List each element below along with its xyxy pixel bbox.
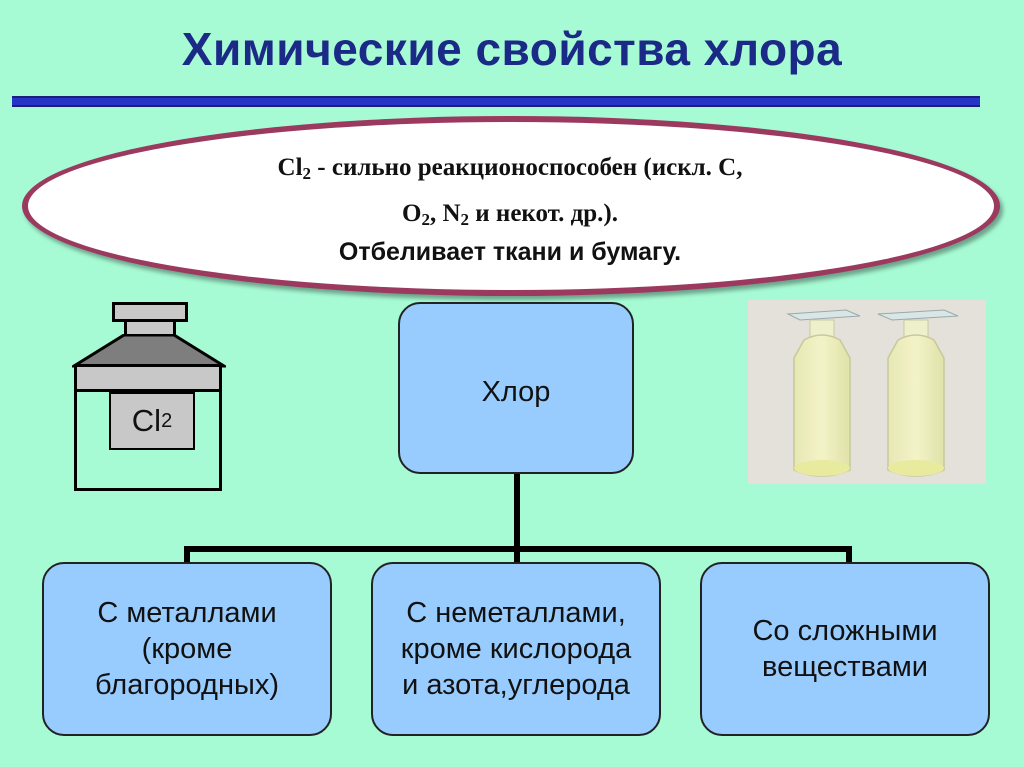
node-metals: С металлами (кроме благородных)	[42, 562, 332, 736]
connector-middle-down	[514, 546, 520, 562]
formula-o-sub: 2	[421, 210, 430, 229]
oval-line-2-text: и некот. др.).	[469, 200, 618, 227]
node-complex-label: Со сложными веществами	[752, 614, 938, 683]
connector-root-down	[514, 474, 520, 552]
oval-line-1-text: - сильно реакционоспособен (искл. С,	[311, 154, 743, 181]
bottles-photo	[748, 300, 986, 484]
formula-n-sub: 2	[460, 210, 470, 229]
formula-cl: Cl	[277, 154, 303, 181]
info-oval	[22, 116, 1000, 296]
connector-left-down	[184, 546, 190, 562]
node-nonmetals: С неметаллами, кроме кислорода и азота,у…	[371, 562, 661, 736]
formula-cl-sub: 2	[302, 164, 312, 183]
node-complex-substances: Со сложными веществами	[700, 562, 990, 736]
bottle-label-sub: 2	[161, 409, 173, 432]
node-chlorine: Хлор	[398, 302, 634, 474]
oval-line-2: O2, N2 и некот. др.).	[80, 200, 940, 230]
page-title: Химические свойства хлора	[181, 23, 843, 75]
formula-n: , N	[429, 200, 461, 227]
bottle-label-symbol: Cl	[131, 403, 162, 438]
bottle-shoulder	[72, 334, 226, 368]
node-chlorine-label: Хлор	[481, 376, 551, 408]
bottle-collar	[74, 364, 222, 392]
formula-o: O	[402, 200, 422, 227]
connector-right-down	[846, 546, 852, 562]
bottles-photo-image	[748, 300, 986, 484]
node-nonmetals-label: С неметаллами, кроме кислорода и азота,у…	[400, 596, 632, 702]
title-underline	[12, 96, 980, 107]
node-metals-label: С металлами (кроме благородных)	[95, 596, 279, 702]
oval-line-3: Отбеливает ткани и бумагу.	[338, 238, 682, 266]
oval-line-1: Cl2 - сильно реакционоспособен (искл. С,	[80, 154, 940, 184]
